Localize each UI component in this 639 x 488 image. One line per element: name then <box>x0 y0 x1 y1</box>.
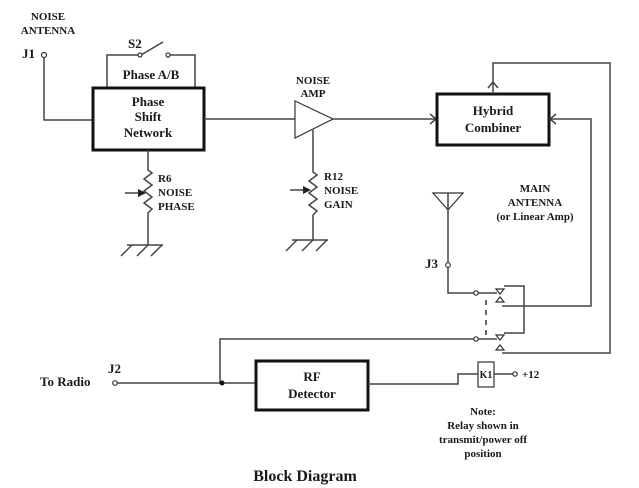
k1-id: K1 <box>480 370 493 381</box>
k1-relay-coil: K1 +12 <box>477 361 540 388</box>
r12-id: R12 <box>324 171 343 183</box>
j1-label-line1: NOISE <box>31 11 65 23</box>
rf-detector-label-line1: RF <box>303 369 320 384</box>
r6-noise-phase-pot: R6 NOISE PHASE <box>120 150 195 257</box>
radio-bypass-wire <box>219 338 474 383</box>
r6-label-line1: NOISE <box>158 187 192 199</box>
note-line4: position <box>464 448 501 460</box>
j2-label: To Radio <box>40 374 90 389</box>
hybrid-combiner-box <box>435 92 551 147</box>
s2-left-wire <box>106 54 140 88</box>
switch-contact-icon <box>165 52 171 58</box>
j1-label-line2: ANTENNA <box>21 25 75 37</box>
switch-contact-icon <box>137 52 143 58</box>
supply-terminal-icon <box>512 371 518 377</box>
j1-id: J1 <box>22 46 35 61</box>
contact-nc-icon <box>494 334 506 341</box>
wiper-arrow-icon <box>138 189 146 197</box>
s2-phase-switch: S2 Phase A/B <box>106 36 196 88</box>
j3-id: J3 <box>425 256 439 271</box>
j2-terminal-icon <box>112 380 118 386</box>
note-line2: Relay shown in <box>447 420 519 432</box>
relay-contacts <box>473 285 525 351</box>
hybrid-return-wire <box>502 118 592 307</box>
supply-label: +12 <box>522 369 540 381</box>
arrow-icon <box>548 113 557 125</box>
relay-crossover-wire <box>504 285 525 334</box>
j1-noise-antenna-input: NOISE ANTENNA J1 <box>21 11 93 121</box>
amplifier-triangle-icon <box>294 100 335 139</box>
phase-shift-label-line3: Network <box>124 125 173 140</box>
contact-nc-icon <box>494 288 506 295</box>
ground-icon <box>120 244 163 257</box>
noise-amp-label-line1: NOISE <box>296 75 330 87</box>
r12-label-line2: GAIN <box>324 199 353 211</box>
resistor-icon <box>307 130 319 240</box>
r12-label-line1: NOISE <box>324 185 358 197</box>
j3-terminal-icon <box>445 262 451 268</box>
contact-no-icon <box>494 296 506 303</box>
junction-dot-icon <box>219 380 225 386</box>
phase-shift-label-line1: Phase <box>132 94 165 109</box>
diagram-title: Block Diagram <box>253 468 357 485</box>
j1-wire <box>43 57 93 121</box>
rf-detector-box <box>254 359 370 412</box>
ground-icon <box>285 239 328 252</box>
j3-label-line3: (or Linear Amp) <box>496 211 574 223</box>
relay-note: Note: Relay shown in transmit/power off … <box>439 406 527 460</box>
j3-label-line1: MAIN <box>520 183 551 195</box>
resistor-icon <box>142 150 154 245</box>
r12-noise-gain-pot: R12 NOISE GAIN <box>285 130 358 252</box>
contact-pivot-icon <box>473 290 479 296</box>
hybrid-output-loop-wire <box>492 62 611 354</box>
phase-shift-network-block: Phase Shift Network <box>91 86 206 152</box>
noise-amp-label-line2: AMP <box>300 88 325 100</box>
j2-id: J2 <box>108 361 121 376</box>
rf-detector-label-line2: Detector <box>288 386 336 401</box>
j3-main-antenna: MAIN ANTENNA (or Linear Amp) J3 <box>425 183 574 294</box>
s2-label: Phase A/B <box>123 67 180 82</box>
j2-to-radio: To Radio J2 <box>40 361 256 389</box>
s2-right-wire <box>168 54 196 88</box>
r6-label-line2: PHASE <box>158 201 195 213</box>
hybrid-label-line1: Hybrid <box>473 103 514 118</box>
hybrid-combiner-block: Hybrid Combiner <box>435 92 551 147</box>
phase-shift-label-line2: Shift <box>135 109 162 124</box>
hybrid-label-line2: Combiner <box>465 120 522 135</box>
wiper-arrow-icon <box>303 186 311 194</box>
contact-no-icon <box>494 344 506 351</box>
note-line3: transmit/power off <box>439 434 527 446</box>
j3-wire <box>447 267 474 294</box>
r6-id: R6 <box>158 173 172 185</box>
note-line1: Note: <box>470 406 496 418</box>
s2-id: S2 <box>128 36 142 51</box>
detector-to-relay-wire <box>368 373 478 385</box>
j3-label-line2: ANTENNA <box>508 197 562 209</box>
contact-pivot-icon <box>473 336 479 342</box>
noise-amp: NOISE AMP <box>294 75 335 139</box>
switch-blade-icon <box>140 41 164 56</box>
arrow-icon <box>487 80 499 89</box>
j1-terminal-icon <box>40 51 48 59</box>
rf-detector-block: RF Detector <box>254 359 370 412</box>
